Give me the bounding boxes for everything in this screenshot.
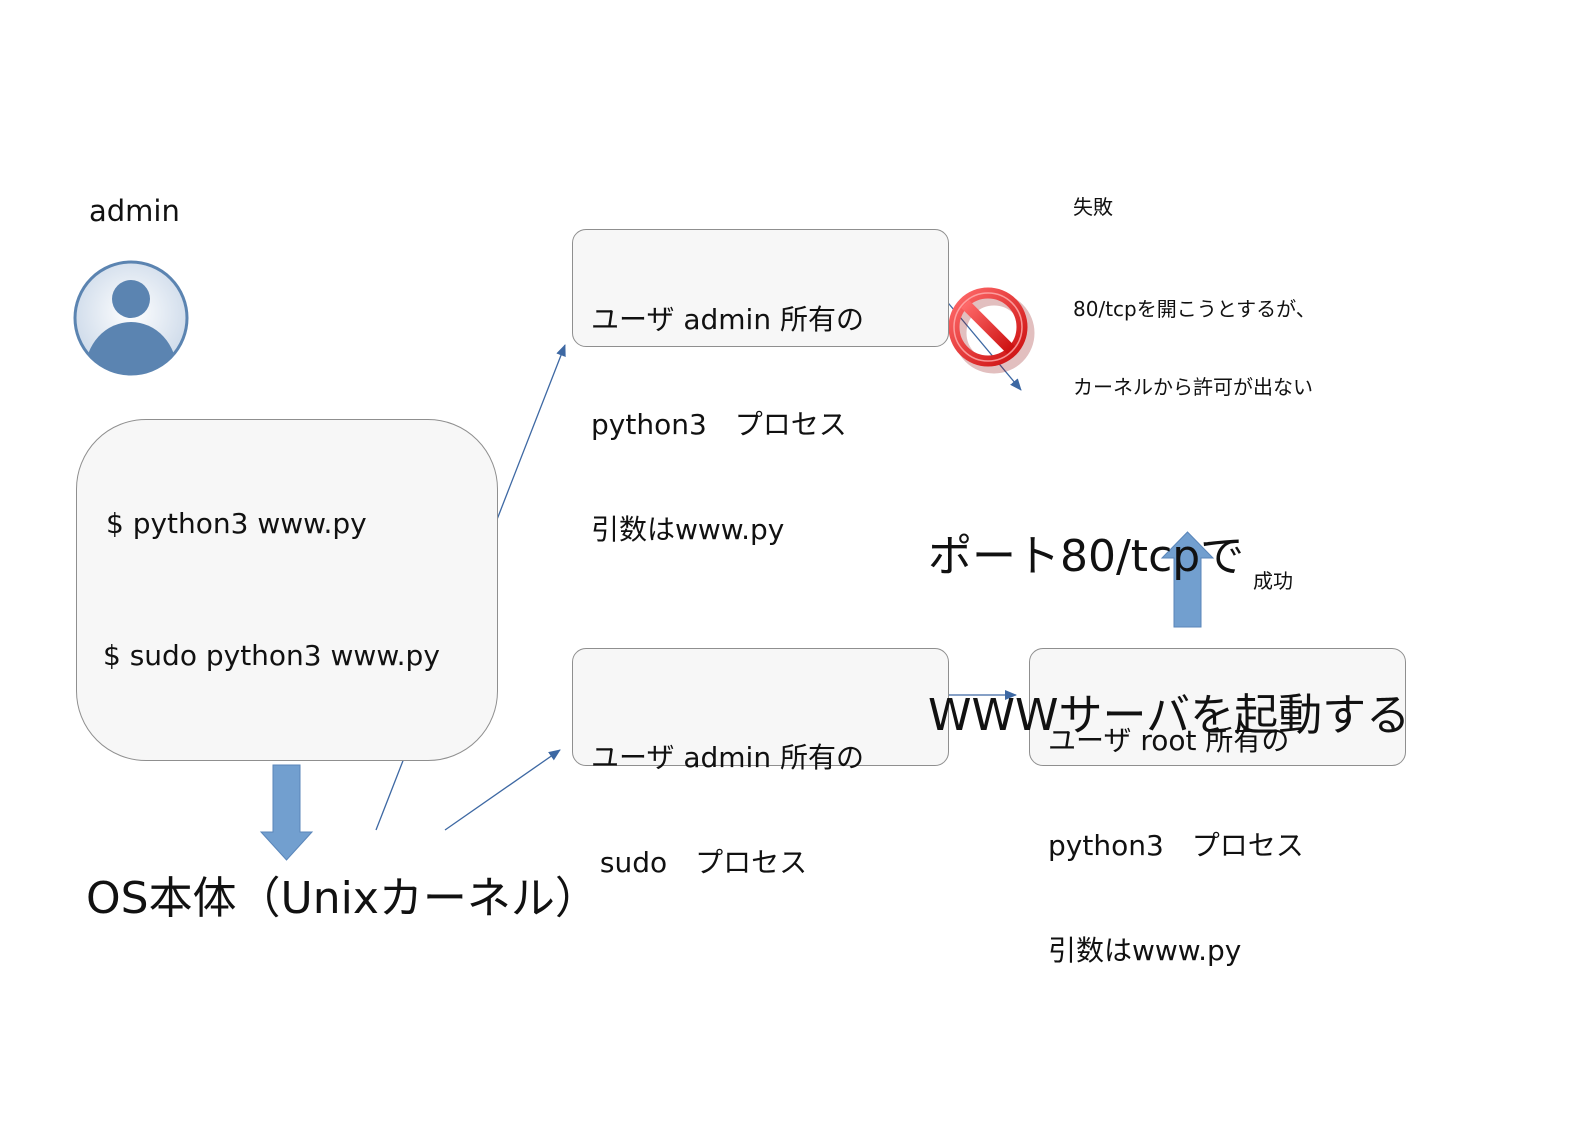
success-label: 成功	[1253, 569, 1293, 593]
process-admin-python3: ユーザ admin 所有の python3 プロセス 引数はwww.py	[572, 229, 949, 546]
port-target-label: ポート80/tcpで WWWサーバを起動する	[928, 424, 1410, 795]
block-arrow-down	[259, 764, 314, 861]
process-sudo-line: sudo プロセス	[591, 846, 808, 879]
user-name-label: admin	[89, 194, 180, 228]
process-root-python3-line: python3 プロセス	[1048, 829, 1304, 862]
command-python3[interactable]: $ python3 www.py	[106, 507, 367, 540]
os-kernel-label: OS本体（Unixカーネル）	[86, 873, 599, 924]
process-sudo-line: ユーザ admin 所有の	[591, 741, 864, 774]
process-root-python3-line: ユーザ root 所有の	[1048, 724, 1290, 757]
arrow-os-to-sudo	[444, 749, 561, 831]
block-arrow-up	[1160, 531, 1215, 628]
port-target-line: WWWサーバを起動する	[928, 690, 1411, 741]
terminal-box: $ python3 www.py $ sudo python3 www.py	[76, 419, 498, 761]
failure-message-line: 80/tcpを開こうとするが、	[1073, 297, 1316, 321]
process-admin-python3-line: python3 プロセス	[591, 408, 847, 441]
command-sudo-python3[interactable]: $ sudo python3 www.py	[103, 639, 440, 672]
failure-title: 失敗	[1073, 195, 1113, 219]
port-target-line: ポート80/tcpで	[928, 531, 1245, 582]
process-root-python3-line: 引数はwww.py	[1048, 934, 1242, 967]
user-avatar-icon	[73, 260, 189, 376]
process-admin-python3-line: ユーザ admin 所有の	[591, 303, 864, 336]
prohibited-icon	[948, 287, 1035, 374]
failure-message: 80/tcpを開こうとするが、 カーネルから許可が出ない	[1073, 244, 1316, 426]
process-admin-python3-line: 引数はwww.py	[591, 513, 785, 546]
failure-message-line: カーネルから許可が出ない	[1073, 375, 1313, 399]
process-root-python3: ユーザ root 所有の python3 プロセス 引数はwww.py	[1029, 648, 1406, 967]
process-sudo: ユーザ admin 所有の sudo プロセス	[572, 648, 949, 879]
